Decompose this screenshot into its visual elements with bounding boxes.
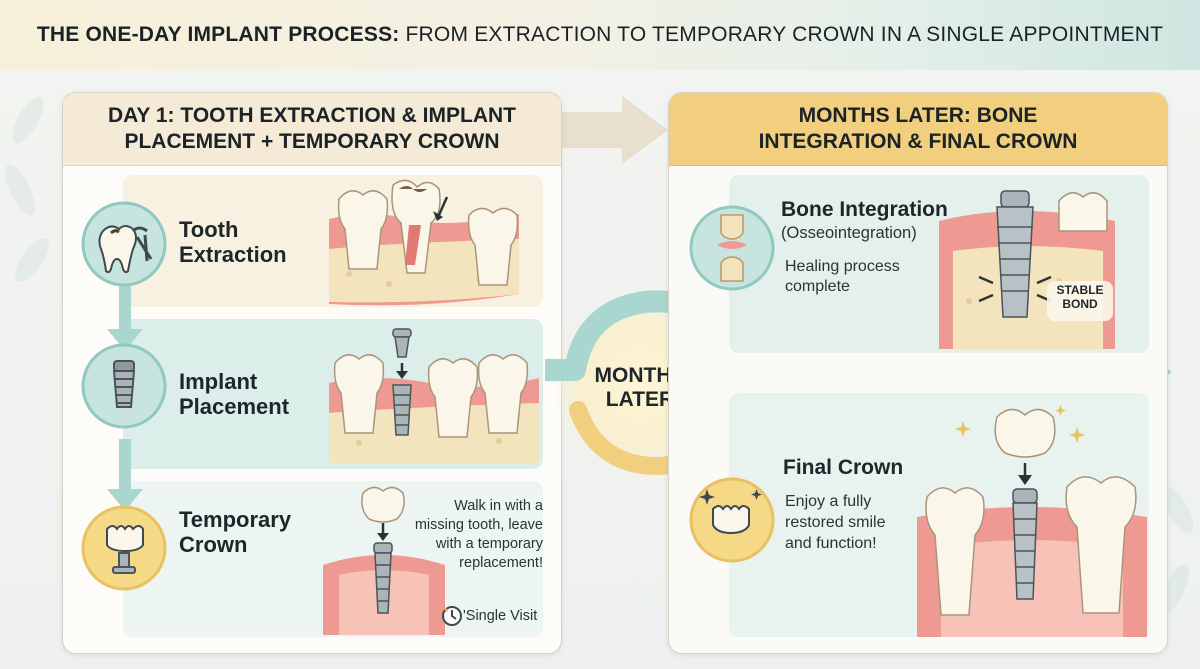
stable-bond-line2: BOND xyxy=(1062,297,1098,311)
final-crown-desc-line1: Enjoy a fully xyxy=(785,493,872,510)
step-title-temporary-line1: Temporary xyxy=(179,507,292,532)
final-crown-desc-line2: restored smile xyxy=(785,514,886,531)
bone-integration-illustration xyxy=(939,190,1115,349)
extraction-illustration xyxy=(329,179,519,306)
step-title-extraction-line2: Extraction xyxy=(179,242,287,267)
bone-description-line2: complete xyxy=(785,278,850,295)
months-later-panel: MONTHS LATER: BONE INTEGRATION & FINAL CR… xyxy=(668,92,1168,654)
final-crown-icon xyxy=(689,477,775,563)
banner-title-bold: THE ONE-DAY IMPLANT PROCESS: xyxy=(36,23,400,46)
day1-panel: DAY 1: TOOTH EXTRACTION & IMPLANT PLACEME… xyxy=(62,92,562,654)
step-title-placement-line2: Placement xyxy=(179,394,290,419)
final-crown-title: Final Crown xyxy=(783,456,904,479)
banner-title: THE ONE-DAY IMPLANT PROCESS: FROM EXTRAC… xyxy=(37,23,1163,47)
temporary-note: Walk in with a missing tooth, leave with… xyxy=(415,497,543,573)
bone-description: Healing process complete xyxy=(785,257,900,297)
temporary-note-line4: replacement! xyxy=(459,555,543,571)
day1-heading-line1: DAY 1: TOOTH EXTRACTION & IMPLANT xyxy=(108,104,516,127)
temporary-crown-icon xyxy=(81,505,167,591)
later-heading-line2: INTEGRATION & FINAL CROWN xyxy=(758,130,1078,153)
bone-subtitle: (Osseointegration) xyxy=(781,224,917,242)
temporary-note-line2: missing tooth, leave xyxy=(414,517,543,533)
temporary-note-line1: Walk in with a xyxy=(454,498,543,514)
leaf-decoration-left xyxy=(5,96,50,283)
later-heading-line1: MONTHS LATER: BONE xyxy=(798,104,1038,127)
temporary-note-line3: with a temporary xyxy=(435,536,543,552)
step-title-placement-line1: Implant xyxy=(179,369,258,394)
step-title-temporary-line2: Crown xyxy=(179,532,248,557)
stable-bond-line1: STABLE xyxy=(1056,283,1104,297)
temporary-crown-illustration xyxy=(323,486,445,635)
day1-heading-line2: PLACEMENT + TEMPORARY CROWN xyxy=(124,130,500,153)
final-crown-description: Enjoy a fully restored smile and functio… xyxy=(785,491,885,554)
placement-illustration xyxy=(329,328,539,463)
bone-joint-icon xyxy=(689,205,775,291)
tooth-extraction-icon xyxy=(81,201,167,287)
single-visit-label: 'Single Visit xyxy=(463,608,538,624)
clock-icon xyxy=(442,606,462,626)
title-banner: THE ONE-DAY IMPLANT PROCESS: FROM EXTRAC… xyxy=(0,0,1200,70)
months-later-label: MONTHS LATER xyxy=(590,364,690,412)
later-heading: MONTHS LATER: BONE INTEGRATION & FINAL CR… xyxy=(669,93,1167,166)
final-crown-desc-line3: and function! xyxy=(785,535,877,552)
bone-title: Bone Integration xyxy=(781,198,948,221)
banner-title-rest: FROM EXTRACTION TO TEMPORARY CROWN IN A … xyxy=(399,23,1164,46)
final-crown-illustration xyxy=(917,405,1147,637)
months-later-line1: MONTHS xyxy=(594,364,686,387)
stable-bond-label: STABLE BOND xyxy=(1047,283,1113,311)
left-flow-graphics xyxy=(107,279,143,511)
months-later-line2: LATER xyxy=(605,388,675,411)
implant-screw-icon xyxy=(81,343,167,429)
day1-heading: DAY 1: TOOTH EXTRACTION & IMPLANT PLACEME… xyxy=(63,93,561,166)
bone-description-line1: Healing process xyxy=(785,258,900,275)
step-title-extraction-line1: Tooth xyxy=(179,217,239,242)
